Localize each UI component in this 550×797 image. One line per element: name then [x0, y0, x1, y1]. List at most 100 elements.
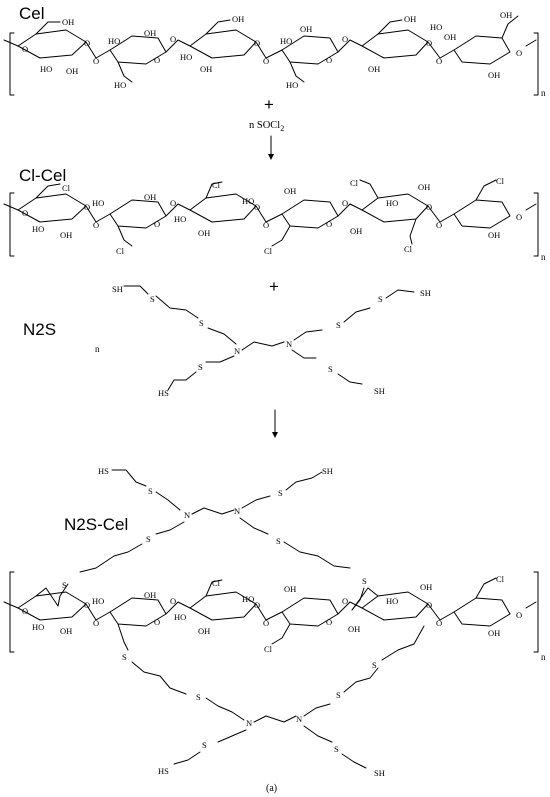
right-bracket	[533, 571, 539, 653]
ring6-ring-o: O	[516, 48, 522, 58]
ring4-ho-bottom: HO	[286, 80, 298, 90]
ring6-cl: Cl	[496, 176, 505, 186]
ring1-ch2s	[35, 587, 59, 607]
link-o-4: O	[342, 198, 348, 208]
ring6-oh: OH	[420, 582, 432, 592]
bottom-sh: SH	[374, 768, 385, 778]
ring4-ring-o: O	[326, 219, 332, 229]
arrow-1-head	[268, 154, 274, 160]
ring5-oh-top: OH	[404, 14, 416, 24]
n2s-s-ll: S	[198, 362, 203, 372]
link-o-5: O	[436, 56, 442, 66]
bottom-s-right: S	[372, 660, 377, 670]
n2s-arm-ll-2	[167, 371, 197, 391]
ring5-oh-bottom: OH	[348, 624, 360, 634]
top-n-right: N	[234, 506, 240, 516]
chain-end-left	[3, 601, 19, 609]
top-n-left: N	[184, 510, 190, 520]
n2s-arm-ur-2	[343, 307, 371, 323]
ring5-oh-bottom: OH	[350, 226, 362, 236]
ring2-ho: HO	[92, 596, 104, 606]
ring3-cl: Cl	[212, 578, 221, 588]
right-bracket	[533, 192, 539, 257]
n2s-s-ur: S	[336, 320, 341, 330]
link-o-5: O	[436, 618, 442, 628]
bottom-s-ll: S	[202, 740, 207, 750]
ring4-oh: OH	[300, 24, 312, 34]
ring2-ho: HO	[92, 198, 104, 208]
link-2-3	[165, 601, 191, 615]
chain-end-left	[3, 203, 19, 211]
figure-caption: (a)	[266, 783, 277, 794]
ring1-oh-bottom: OH	[60, 626, 72, 636]
link-5-6	[427, 41, 455, 59]
ring4-ring-o: O	[326, 617, 332, 627]
ring1-ch2cl	[35, 183, 61, 199]
link-o-2: O	[170, 34, 176, 44]
ring1-cl: Cl	[62, 183, 71, 193]
top-arm-ul-2	[155, 491, 181, 511]
ring5-cl: Cl	[350, 178, 359, 188]
top-to-right-1	[239, 517, 269, 535]
n2s-arm-ll-1	[205, 355, 235, 363]
ring3-ho: HO	[174, 612, 186, 622]
ring1-o: O	[22, 44, 28, 54]
ring2-ch2oh	[117, 61, 133, 83]
link-o-1: O	[93, 618, 99, 628]
bottom-s-lr: S	[334, 744, 339, 754]
ring6-oh: OH	[444, 32, 456, 42]
link-3-4	[255, 41, 283, 59]
ring2-ring-o: O	[154, 219, 160, 229]
left-s-anchor: S	[62, 580, 67, 590]
link-1-2	[85, 603, 111, 621]
ring2-oh: OH	[144, 590, 156, 600]
link-1-2	[85, 205, 111, 223]
glucose-ring-6	[453, 35, 511, 65]
ring6-ho: HO	[386, 596, 398, 606]
n2s-n: n	[95, 344, 100, 354]
bottom-left-chain-2	[205, 697, 245, 721]
n2s-s-ul2: S	[150, 294, 155, 304]
ring3-ho: HO	[180, 52, 192, 62]
top-s-left: S	[146, 534, 151, 544]
ring1-ch2oh	[35, 21, 61, 35]
link-o-3: O	[263, 56, 269, 66]
n2s-arm-ul-3	[123, 285, 149, 295]
n2s-arm-lr-2	[337, 373, 363, 385]
bottom-lr-arm	[303, 725, 333, 743]
link-4-5	[337, 203, 363, 217]
ring6-oh-top: OH	[500, 10, 512, 20]
ring4-ch2cl	[271, 623, 291, 645]
n2s-sh-ur: SH	[420, 288, 431, 298]
ring6-ch2oh	[501, 15, 519, 39]
ring4-ch2oh	[289, 61, 305, 83]
ring3-ch2oh	[205, 19, 231, 35]
chain-end-right	[525, 39, 537, 47]
ring2-ring-o: O	[154, 55, 160, 65]
link-3-4	[255, 205, 283, 223]
bottom-n-left: N	[246, 718, 252, 728]
n2s-ethylene	[241, 341, 285, 351]
ring2-ho-bottom: HO	[114, 80, 126, 90]
bottom-s-left: S	[122, 652, 127, 662]
glucose-ring-1	[17, 193, 87, 223]
ring6-oh-bottom: OH	[488, 628, 500, 638]
glucose-ring-5	[361, 29, 429, 59]
ring3-ch2cl	[205, 579, 223, 597]
ring2-ring-o: O	[154, 617, 160, 627]
n2s-cellulose-stage: N2S-Cel HS S N N S SH S S S S n OH H	[3, 466, 546, 778]
ring5-ch2cl-bottom	[409, 218, 417, 245]
link-5-6	[427, 603, 455, 621]
top-to-left-2	[79, 543, 143, 573]
ring2-ch2cl	[117, 225, 133, 247]
repeat-n: n	[541, 652, 546, 662]
ring2-cl: Cl	[116, 246, 125, 256]
ring1-ho: HO	[40, 64, 52, 74]
bottom-right-chain	[343, 667, 379, 693]
link-2-3	[165, 203, 191, 217]
top-arm-ur-2	[285, 471, 323, 491]
n2s-s-ul: S	[199, 318, 204, 328]
ring3-oh-bottom: OH	[198, 626, 210, 636]
link-o-1: O	[93, 56, 99, 66]
ring4-ho: HO	[242, 594, 254, 604]
